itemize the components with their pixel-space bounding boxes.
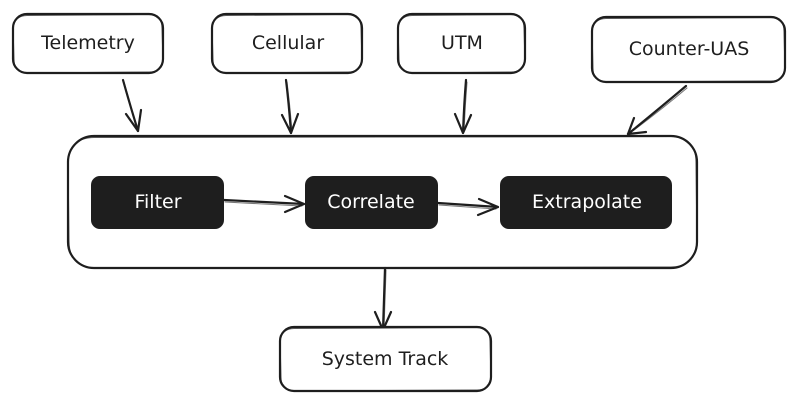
edge-telemetry-to-processing (121, 78, 143, 133)
edge-cellular-to-processing (280, 78, 300, 135)
source-label-counter-uas: Counter-UAS (629, 38, 750, 60)
source-label-utm: UTM (441, 32, 483, 54)
source-label-telemetry: Telemetry (40, 32, 135, 54)
edge-utm-to-processing (453, 78, 473, 135)
stage-node-extrapolate: Extrapolate (500, 176, 672, 229)
source-node-cellular: Cellular (210, 12, 364, 75)
output-label-system-track: System Track (322, 348, 449, 370)
source-node-utm: UTM (396, 12, 527, 75)
output-node-system-track: System Track (278, 325, 493, 393)
source-label-cellular: Cellular (252, 32, 324, 54)
source-node-counter-uas: Counter-UAS (590, 15, 787, 84)
stage-label-filter: Filter (134, 191, 181, 213)
edge-counter-uas-to-processing (626, 84, 688, 136)
edge-correlate-to-extrapolate (436, 197, 500, 217)
stage-label-extrapolate: Extrapolate (532, 191, 642, 213)
stage-node-correlate: Correlate (305, 176, 438, 229)
source-node-telemetry: Telemetry (11, 12, 165, 75)
edge-processing-to-system-track (373, 266, 393, 332)
stage-node-filter: Filter (91, 176, 224, 229)
stage-label-correlate: Correlate (327, 191, 415, 213)
edge-filter-to-correlate (222, 194, 306, 214)
